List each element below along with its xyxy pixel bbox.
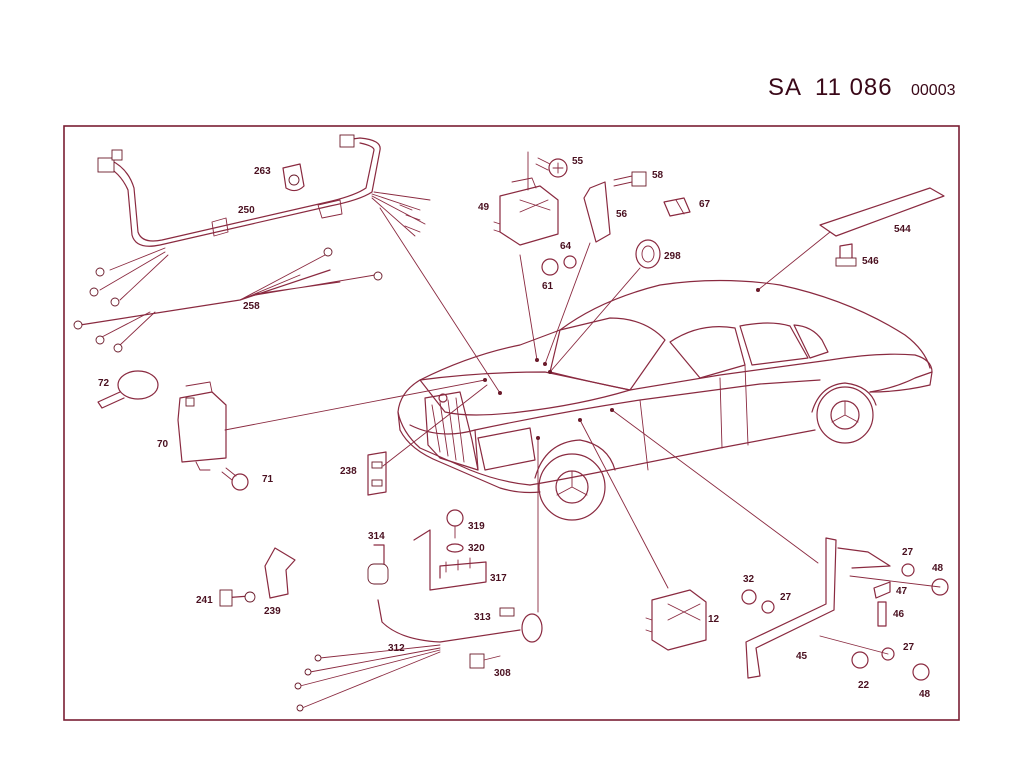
label-56: 56: [616, 209, 628, 220]
car-body: [397, 279, 933, 521]
bracket-45: [745, 537, 891, 679]
label-32: 32: [743, 574, 755, 585]
washer-27-left: [761, 600, 775, 614]
clip-67: [663, 197, 691, 217]
label-12: 12: [708, 614, 720, 625]
label-544: 544: [894, 224, 911, 235]
label-55: 55: [572, 156, 584, 167]
label-27b: 27: [902, 547, 914, 558]
label-48a: 48: [932, 563, 944, 574]
part-labels: 263 250 258 72 70 71 238 241 239 49 55 5…: [98, 156, 944, 700]
screw-71: [221, 467, 249, 491]
label-298: 298: [664, 251, 681, 262]
bracket-317: [413, 529, 487, 591]
screw-48-upper: [931, 578, 949, 596]
label-71: 71: [262, 474, 274, 485]
diagram-code-suffix: 00003: [911, 82, 956, 99]
screw-241: [219, 589, 256, 607]
label-49: 49: [478, 202, 490, 213]
nut-32: [741, 589, 757, 605]
wiring-harness-312: [294, 599, 543, 712]
label-238: 238: [340, 466, 357, 477]
label-46: 46: [893, 609, 905, 620]
label-27a: 27: [780, 592, 792, 603]
diagram-code-prefix: SA: [768, 74, 803, 101]
label-250: 250: [238, 205, 255, 216]
screw-22: [851, 651, 869, 669]
label-61: 61: [542, 281, 554, 292]
bracket-239: [264, 547, 296, 599]
label-241: 241: [196, 595, 213, 606]
label-320: 320: [468, 543, 485, 554]
washer-320: [446, 543, 464, 553]
label-45: 45: [796, 651, 808, 662]
screw-546: [835, 243, 857, 267]
bracket-56: [583, 181, 611, 243]
label-22: 22: [858, 680, 870, 691]
control-unit-70: [177, 381, 227, 471]
label-239: 239: [264, 606, 281, 617]
fuse-313: [499, 607, 515, 617]
label-47: 47: [896, 586, 908, 597]
screw-55: [535, 157, 568, 178]
label-317: 317: [490, 573, 507, 584]
screw-46: [877, 601, 887, 627]
label-48b: 48: [919, 689, 931, 700]
washer-47: [873, 581, 891, 599]
bracket-238: [367, 451, 387, 496]
diagram-header: SA 11 086 00003: [0, 0, 1024, 110]
cable-tie-72: [97, 370, 159, 409]
label-58: 58: [652, 170, 664, 181]
screw-48-lower: [912, 663, 930, 681]
sensor-314: [367, 544, 389, 585]
nut-61: [541, 258, 559, 276]
module-49: [493, 151, 559, 246]
wiring-harness-250: [89, 134, 431, 307]
wiring-harness-258: [73, 247, 383, 353]
label-72: 72: [98, 378, 110, 389]
washer-27-upper: [901, 563, 915, 577]
diagram-code-number: 11 086: [815, 74, 893, 101]
washer-27-lower: [881, 647, 895, 661]
leader-lines: [224, 207, 831, 613]
label-313: 313: [474, 612, 491, 623]
module-12: [645, 589, 707, 651]
label-27c: 27: [903, 642, 915, 653]
washer-64: [563, 255, 577, 269]
label-314: 314: [368, 531, 385, 542]
grommet-298: [635, 239, 661, 269]
bolt-319: [446, 509, 464, 539]
label-319: 319: [468, 521, 485, 532]
diagram-frame: [63, 125, 960, 721]
trim-strip-544: [819, 187, 945, 237]
label-258: 258: [243, 301, 260, 312]
label-546: 546: [862, 256, 879, 267]
bolt-308: [469, 653, 501, 669]
label-308: 308: [494, 668, 511, 679]
label-67: 67: [699, 199, 711, 210]
label-64: 64: [560, 241, 572, 252]
clip-263: [282, 163, 305, 192]
label-70: 70: [157, 439, 169, 450]
label-312: 312: [388, 643, 405, 654]
label-263: 263: [254, 166, 271, 177]
bolt-58: [613, 171, 647, 187]
